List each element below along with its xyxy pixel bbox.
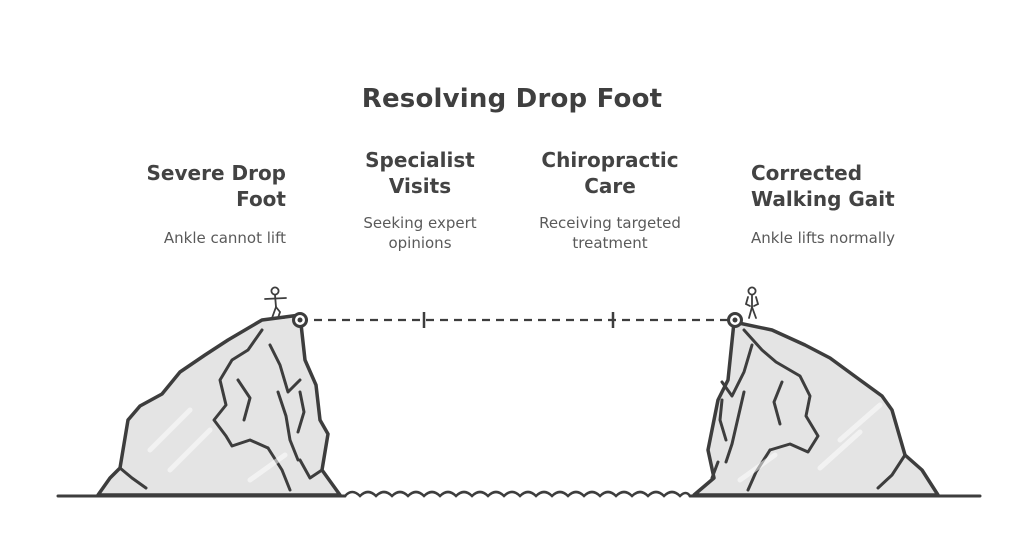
stage-desc-line: Seeking expert <box>363 214 477 232</box>
stage-description: Ankle cannot lift <box>106 228 286 248</box>
diagram-title: Resolving Drop Foot <box>361 84 663 114</box>
water-waves-icon <box>343 490 692 498</box>
stage-description: Seeking expert opinions <box>330 213 510 253</box>
stage-title: Severe Drop Foot <box>106 160 286 212</box>
stage-desc-line: opinions <box>388 234 452 252</box>
stage-description: Receiving targeted treatment <box>520 213 700 253</box>
left-anchor-icon <box>292 312 308 328</box>
stage-title-line: Visits <box>388 174 452 198</box>
stage-title-line: Walking Gait <box>751 187 895 211</box>
stage-desc-line: Receiving targeted <box>539 214 681 232</box>
right-anchor-icon <box>727 312 743 328</box>
stage-title: Specialist Visits <box>330 147 510 199</box>
stick-figure-start-icon <box>264 286 287 319</box>
stage-chiropractic-care: Chiropractic Care Receiving targeted tre… <box>520 147 700 253</box>
stage-title-line: Foot <box>236 187 286 211</box>
stage-title: Chiropractic Care <box>520 147 700 199</box>
stage-severe-drop-foot: Severe Drop Foot Ankle cannot lift <box>106 160 286 248</box>
stage-title-line: Corrected <box>751 161 863 185</box>
left-cliff-icon <box>96 313 342 497</box>
dashed-path-line <box>300 312 735 328</box>
stage-desc-line: treatment <box>572 234 648 252</box>
stage-specialist-visits: Specialist Visits Seeking expert opinion… <box>330 147 510 253</box>
stage-desc-line: Ankle cannot lift <box>163 229 286 247</box>
stage-description: Ankle lifts normally <box>751 228 931 248</box>
stage-title-line: Chiropractic <box>541 148 679 172</box>
stage-title-line: Care <box>584 174 636 198</box>
stage-title-line: Specialist <box>365 148 475 172</box>
stage-corrected-walking-gait: Corrected Walking Gait Ankle lifts norma… <box>751 160 931 248</box>
stage-desc-line: Ankle lifts normally <box>751 229 896 247</box>
stage-title-line: Severe Drop <box>146 161 286 185</box>
stick-figure-end-icon <box>744 286 760 319</box>
stage-title: Corrected Walking Gait <box>751 160 931 212</box>
right-cliff-icon <box>692 320 940 497</box>
